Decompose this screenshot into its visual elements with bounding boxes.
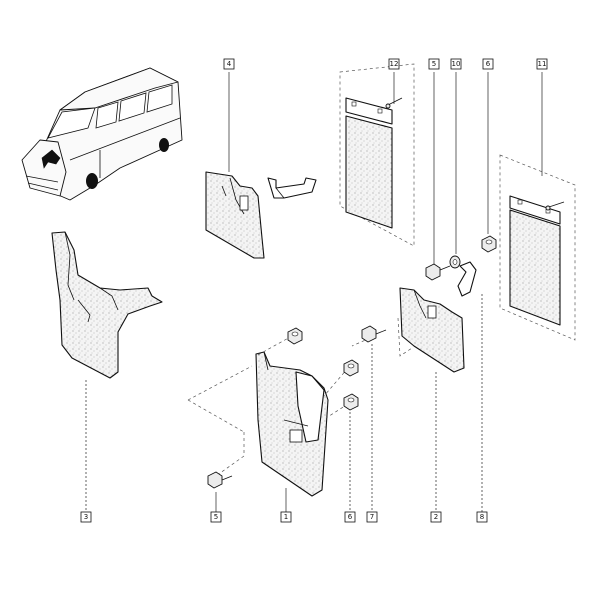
callout-2: 2 (430, 511, 442, 523)
svg-text:10: 10 (452, 60, 461, 68)
screw-icon (361, 325, 387, 343)
svg-text:12: 12 (390, 60, 399, 68)
mud-flap-12-group (339, 63, 415, 247)
callout-10: 10 (450, 58, 462, 70)
callout-6-top: 6 (482, 58, 494, 70)
mud-flap-left-front (51, 231, 163, 379)
mud-flap-right (397, 287, 465, 373)
mud-flap-11-group (499, 154, 576, 341)
nut-icon (343, 359, 359, 377)
callout-6-bottom: 6 (344, 511, 356, 523)
nut-icon (343, 393, 359, 411)
svg-text:3: 3 (84, 513, 88, 521)
svg-text:6: 6 (348, 513, 353, 521)
svg-text:6: 6 (486, 60, 491, 68)
callout-5-top: 5 (428, 58, 440, 70)
bracket-icon (267, 177, 317, 199)
callout-5-bottom: 5 (210, 511, 222, 523)
svg-text:8: 8 (480, 513, 484, 521)
svg-text:4: 4 (227, 60, 232, 68)
van-illustration-icon (21, 67, 183, 201)
mud-flap-center (255, 351, 329, 497)
nut-icon (287, 327, 303, 345)
nut-icon (481, 235, 497, 253)
screw-icon (425, 263, 451, 281)
svg-text:11: 11 (538, 60, 547, 68)
callout-8: 8 (476, 511, 488, 523)
washer-icon (449, 255, 461, 269)
svg-text:5: 5 (432, 60, 436, 68)
callout-11: 11 (536, 58, 548, 70)
callout-1: 1 (280, 511, 292, 523)
callout-4: 4 (223, 58, 235, 70)
callout-3: 3 (80, 511, 92, 523)
callout-12: 12 (388, 58, 400, 70)
bracket-8 (457, 261, 477, 297)
callout-7: 7 (366, 511, 378, 523)
svg-text:7: 7 (370, 513, 374, 521)
svg-text:1: 1 (284, 513, 288, 521)
screw-icon (207, 471, 233, 489)
svg-text:2: 2 (434, 513, 438, 521)
svg-text:5: 5 (214, 513, 218, 521)
mud-flap-upper (205, 171, 265, 259)
